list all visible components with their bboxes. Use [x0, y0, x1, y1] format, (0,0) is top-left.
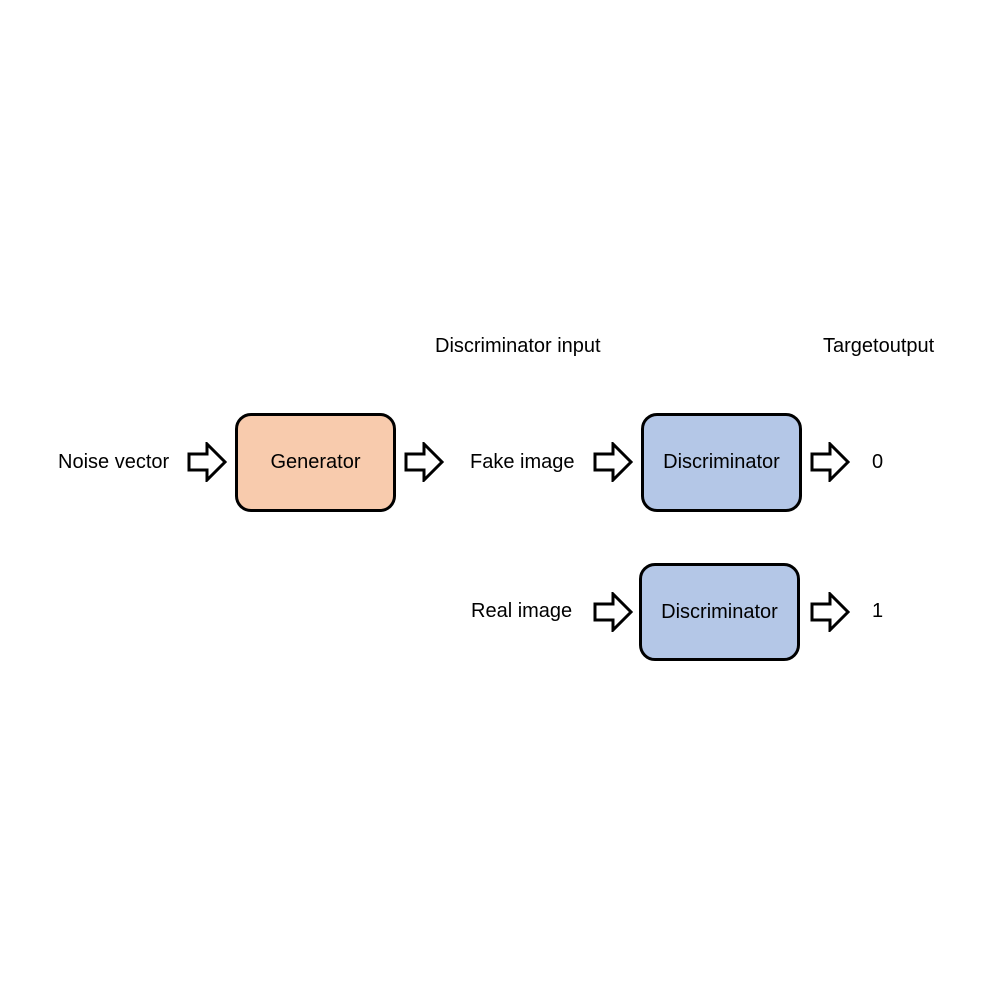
noise-vector-label: Noise vector: [58, 451, 170, 473]
discriminator-top-output-arrow-icon: [810, 442, 850, 482]
fake-to-discriminator-arrow-icon: [593, 442, 633, 482]
target-output-header: Targetoutput: [823, 335, 935, 357]
discriminator-bottom-label: Discriminator: [661, 600, 778, 623]
discriminator-box-top: Discriminator: [641, 413, 802, 512]
discriminator-bottom-output-arrow-icon: [810, 592, 850, 632]
real-image-label: Real image: [471, 600, 573, 622]
target-output-one: 1: [872, 600, 884, 622]
real-to-discriminator-arrow-icon: [593, 592, 633, 632]
fake-image-label: Fake image: [470, 451, 575, 473]
noise-to-generator-arrow-icon: [187, 442, 227, 482]
discriminator-top-label: Discriminator: [663, 451, 780, 473]
target-output-zero: 0: [872, 451, 884, 473]
generator-box: Generator: [235, 413, 396, 512]
generator-label: Generator: [270, 451, 361, 473]
discriminator-box-bottom: Discriminator: [639, 563, 800, 661]
discriminator-input-header: Discriminator input: [435, 335, 601, 357]
generator-to-fake-arrow-icon: [404, 442, 444, 482]
